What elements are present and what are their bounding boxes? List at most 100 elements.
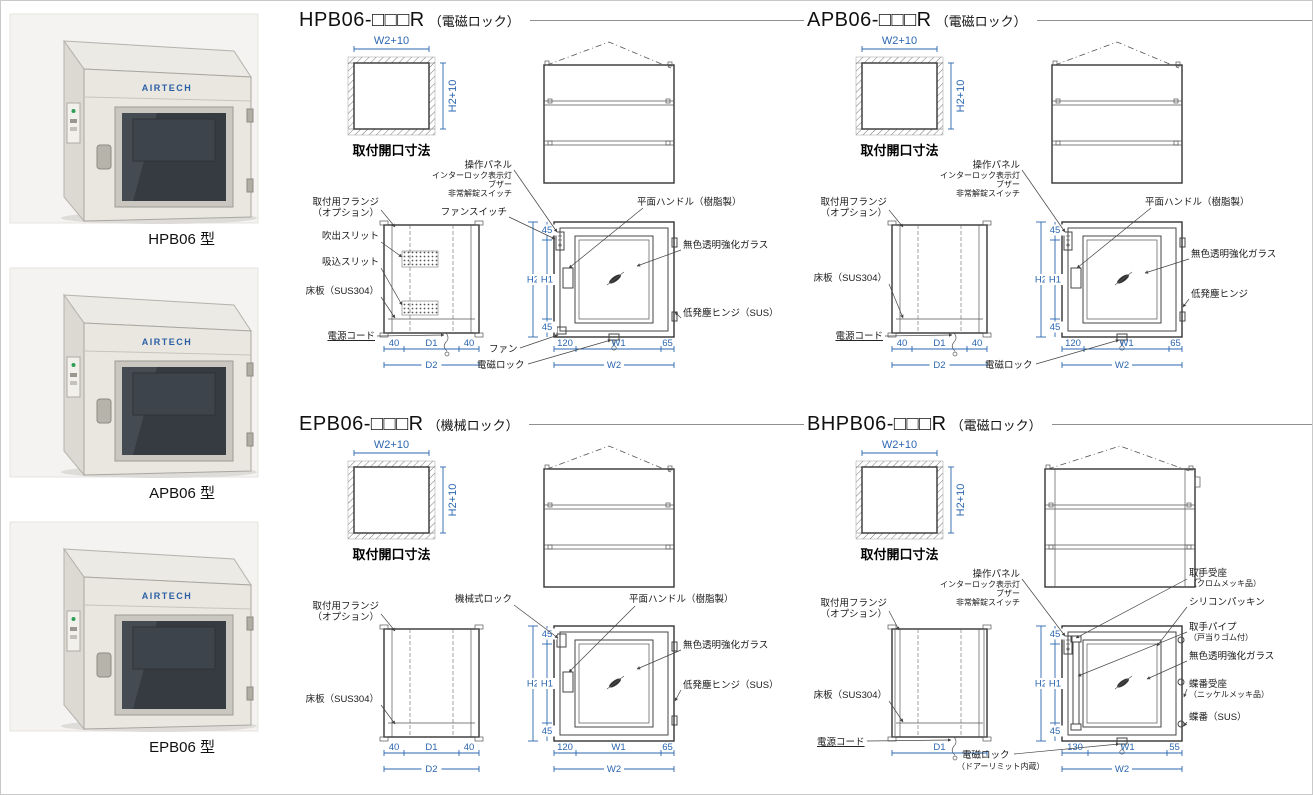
hinge-seat2-label: （ニッケルメッキ品） [1189, 690, 1269, 699]
model-name: APB06-□□□R [807, 8, 932, 31]
floor-label: 床板（SUS304） [306, 285, 379, 297]
lock-type: （電磁ロック） [935, 13, 1027, 29]
status-led [71, 363, 76, 367]
flange1-label: 取付用フランジ [820, 598, 887, 609]
diagram-label: H1 [541, 275, 553, 286]
diagram-label: 120 [1065, 338, 1081, 349]
hinge [246, 178, 254, 193]
mech-lock-label: 機械式ロック [455, 593, 512, 605]
handle-seat2-label: （クロムメッキ品） [1189, 579, 1261, 588]
lock-sub-label: （ドアーリミット内蔵） [957, 761, 1045, 771]
hinge-seat1-label: 蝶番受座 [1189, 678, 1228, 690]
hinge [246, 362, 254, 377]
flange2-label: （オプション） [312, 611, 379, 623]
lock-label: 電磁ロック [477, 359, 525, 371]
top-view [543, 445, 675, 588]
title-rule [1051, 423, 1312, 425]
front-view [1061, 221, 1186, 351]
diagram-label: H1 [1049, 679, 1061, 690]
model-name: BHPB06-□□□R [807, 412, 947, 435]
diagram-label: D2 [933, 360, 945, 371]
cord-label: 電源コード [327, 331, 375, 342]
diagram-label: H2 [1035, 679, 1047, 690]
door-handle [96, 652, 112, 678]
diagram-label: D1 [933, 338, 945, 349]
lock-label: 電磁ロック [985, 359, 1033, 371]
glass-label: 無色透明強化ガラス [683, 239, 768, 251]
hinge-label: 低発塵ヒンジ（SUS） [683, 679, 779, 691]
opening-caption: 取付開口寸法 [352, 547, 430, 562]
diagram-label: W2 [1115, 764, 1129, 775]
op-panel-label: 操作パネル [464, 159, 512, 171]
glass-label: 無色透明強化ガラス [683, 639, 768, 651]
pipe1-label: 取手パイプ [1189, 621, 1237, 633]
diagram-label: D1 [933, 742, 945, 753]
hinge [246, 108, 254, 123]
panel-title: EPB06-□□□R （機械ロック） [299, 409, 804, 439]
opening-width-dim: W2+10 [882, 439, 917, 451]
passbox-illustration: AIRTECH [9, 13, 259, 224]
diagram-label: 45 [1050, 322, 1061, 333]
fan-switch-label: ファンスイッチ [441, 207, 507, 218]
diagram-label: 120 [557, 338, 573, 349]
callout-labels: 取付用フランジ（オプション）吹出スリット吸込スリット床板（SUS304）電源コー… [306, 159, 779, 371]
cord-label: 電源コード [817, 737, 865, 748]
flange2-label: （オプション） [820, 608, 887, 620]
diagram-label: 40 [464, 742, 475, 753]
diagram-label: 65 [662, 742, 673, 753]
opening-height-dim: H2+10 [955, 484, 967, 517]
title-rule [1036, 19, 1312, 21]
panel-title: APB06-□□□R （電磁ロック） [807, 5, 1312, 35]
panel-title: BHPB06-□□□R （電磁ロック） [807, 409, 1312, 439]
floor-label: 床板（SUS304） [814, 689, 887, 701]
title-rule [528, 423, 804, 425]
title-rule [529, 19, 804, 21]
front-view [1061, 625, 1185, 755]
diagram-label: 45 [542, 322, 553, 333]
glass-label: 無色透明強化ガラス [1189, 650, 1274, 662]
diagram-label: D2 [425, 360, 437, 371]
op-sub2-label: ブザー [488, 179, 512, 189]
opening-height-dim: H2+10 [447, 484, 459, 517]
opening-height-dim: H2+10 [447, 80, 459, 113]
diagram-label: H2 [527, 275, 539, 286]
product-photo-illustration: AIRTECH [9, 521, 259, 732]
op-sub2-label: ブザー [996, 588, 1020, 598]
diagram-label: W1 [611, 742, 625, 753]
lock-type: （機械ロック） [427, 417, 519, 433]
passbox-illustration: AIRTECH [9, 267, 259, 478]
side-view [379, 220, 484, 357]
diagram-label: H2 [1035, 275, 1047, 286]
diagram-label: 40 [389, 742, 400, 753]
product-photo-hpb06: AIRTECH HPB06 型 [9, 13, 259, 249]
callout-labels: 取付用フランジ（オプション）床板（SUS304）機械式ロック平面ハンドル（樹脂製… [306, 593, 779, 725]
diagram-label: W1 [1119, 338, 1133, 349]
passbox-illustration: AIRTECH [9, 521, 259, 732]
flange2-label: （オプション） [820, 207, 887, 219]
diagram-label: 45 [1050, 726, 1061, 737]
callout-labels: 取付用フランジ（オプション）床板（SUS304）電源コード操作パネルインターロッ… [814, 159, 1277, 371]
op-sub1-label: インターロック表示灯 [940, 170, 1020, 180]
op-panel-label: 操作パネル [972, 159, 1020, 171]
hinge [246, 686, 254, 701]
silicon-label: シリコンパッキン [1189, 597, 1265, 608]
opening-caption: 取付開口寸法 [352, 143, 430, 158]
product-photo-illustration: AIRTECH [9, 13, 259, 224]
top-view [1051, 41, 1183, 184]
flange2-label: （オプション） [312, 207, 379, 219]
brand-logo: AIRTECH [142, 337, 193, 347]
diagram-label: 65 [1170, 338, 1181, 349]
op-sub1-label: インターロック表示灯 [940, 579, 1020, 589]
handle-seat1-label: 取手受座 [1189, 567, 1228, 579]
op-sub3-label: 非常解錠スイッチ [956, 188, 1020, 198]
opening-width-dim: W2+10 [374, 35, 409, 47]
top-view [543, 41, 675, 184]
